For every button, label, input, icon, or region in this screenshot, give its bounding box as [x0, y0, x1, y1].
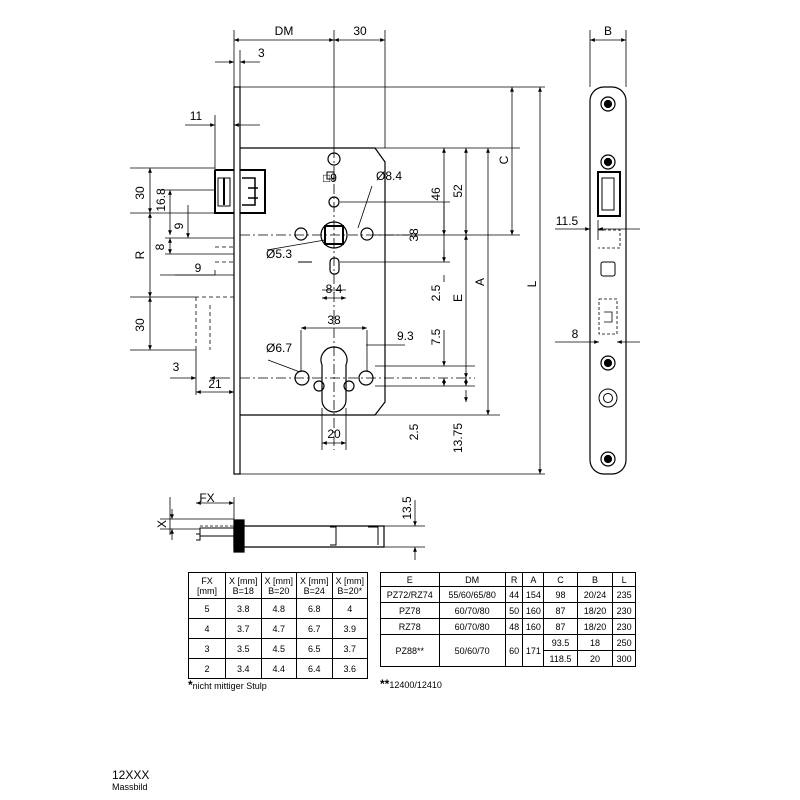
dim-13-75: 13.75 [451, 423, 465, 453]
drawing-code: 12XXX [112, 768, 150, 782]
latch-opening [597, 171, 621, 217]
fx-table-header: FX[mm] X [mm]B=18 X [mm]B=20 X [mm]B=24 … [188, 572, 368, 599]
table-row: PZ88** 50/60/70 60 171 93.5 18 250 [380, 634, 636, 667]
front-view-labels: DM 30 3 11 30 16.8 9 8 R 9 30 3 21 □9 Ø8… [133, 24, 539, 453]
side-view [555, 30, 640, 475]
header-cell: X [mm]B=18 [225, 572, 262, 599]
dim-dia-8-4: Ø8.4 [376, 169, 402, 183]
dim-square-9: □9 [323, 171, 337, 185]
dim-21: 21 [208, 377, 222, 391]
header-cell: FX[mm] [188, 572, 226, 599]
side-view-labels: B 11.5 8 [556, 24, 612, 341]
dim-2-5-b: 2.5 [407, 423, 421, 440]
dim-r: R [133, 250, 147, 259]
bottom-case-outline [233, 525, 385, 548]
dim-16-8: 16.8 [154, 188, 168, 212]
dim-dm: DM [275, 24, 294, 38]
dim-dia-5-3: Ø5.3 [266, 247, 292, 261]
dim-3-top: 3 [258, 46, 265, 60]
dim-x: X [155, 520, 169, 528]
drawing-footer: 12XXX Massbild [112, 768, 149, 792]
dim-9-b: 9 [195, 261, 202, 275]
header-cell: X [mm]B=24 [296, 572, 333, 599]
header-cell: X [mm]B=20 [260, 572, 297, 599]
dimension-lines [130, 30, 545, 475]
dim-l: L [525, 280, 539, 287]
model-table-header: E DM R A C B L [380, 572, 636, 587]
deadbolt-outline [195, 296, 234, 350]
fx-table-footnote: *nicht mittiger Stulp [188, 678, 267, 692]
dim-dia-6-7: Ø6.7 [266, 341, 292, 355]
dim-30-top: 30 [353, 24, 367, 38]
dim-30-left: 30 [133, 186, 147, 200]
dim-8: 8 [153, 243, 167, 250]
bottom-view [160, 497, 425, 560]
cylinder-rosette [598, 388, 618, 408]
bottom-view-labels: FX X 13.5 [155, 491, 414, 528]
dim-11: 11 [190, 109, 203, 123]
model-table-footnote: **12400/12410 [380, 677, 442, 691]
dim-11-5: 11.5 [556, 214, 579, 228]
dim-9-3: 9.3 [397, 329, 414, 343]
dim-38-h: 38 [327, 313, 341, 327]
lock-case-outline [240, 147, 386, 416]
dim-8-4: 8.4 [326, 282, 343, 296]
table-row: 118.5 20 300 [381, 650, 636, 667]
dim-52: 52 [451, 184, 465, 198]
header-cell: X [mm]B=20* [331, 572, 368, 599]
dim-46: 46 [429, 187, 443, 201]
dim-2-5-a: 2.5 [429, 284, 443, 301]
dim-e: E [451, 294, 465, 302]
dim-a: A [473, 278, 487, 286]
drawing-subtitle: Massbild [112, 782, 148, 792]
faceplate-edge [233, 86, 241, 475]
dim-38-v: 38 [407, 228, 421, 242]
dim-20: 20 [327, 427, 341, 441]
fx-table: FX[mm] X [mm]B=18 X [mm]B=20 X [mm]B=24 … [188, 572, 368, 679]
dim-c: C [497, 155, 511, 164]
cylinder-cutout [320, 346, 348, 413]
faceplate-side-outline [589, 86, 627, 475]
dim-30-lower: 30 [133, 318, 147, 332]
dim-13-5: 13.5 [400, 496, 414, 520]
dim-8-side: 8 [572, 327, 579, 341]
screw-top [600, 96, 616, 112]
dim-fx: FX [199, 491, 214, 505]
dim-b: B [604, 24, 612, 38]
dim-7-5: 7.5 [429, 328, 443, 345]
dim-9-a: 9 [172, 222, 186, 229]
front-view [195, 86, 386, 475]
dim-3-lower: 3 [173, 360, 180, 374]
